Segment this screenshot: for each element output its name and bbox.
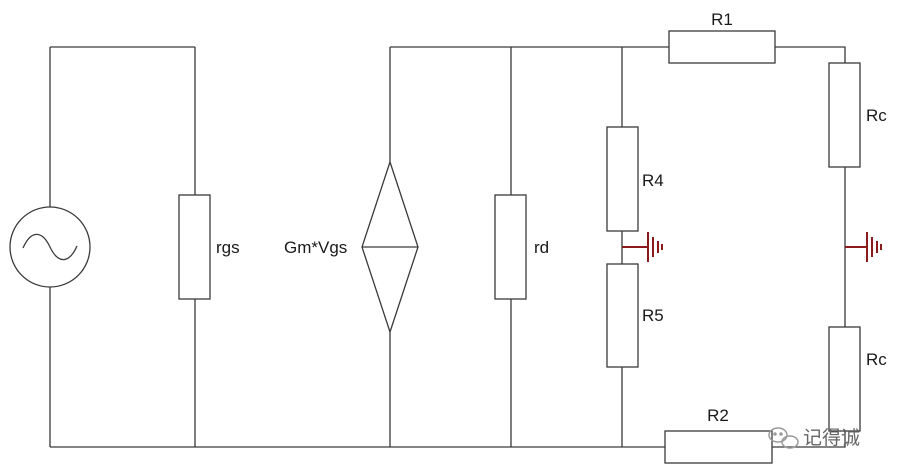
dependent-source: [361, 159, 419, 335]
bottom-rail-wire: [50, 431, 846, 448]
watermark-text: 记得诚: [803, 427, 860, 449]
label-r4: R4: [642, 171, 664, 190]
resistor-rgs: [178, 194, 211, 300]
label-r5: R5: [642, 306, 664, 325]
input-loop-wires: [49, 46, 196, 447]
resistor-r2: [664, 430, 773, 464]
watermark: 记得诚: [768, 427, 860, 449]
wires: [49, 46, 846, 448]
resistor-rd: [494, 194, 527, 300]
resistor-rc-top: [828, 62, 861, 168]
sine-wave-icon: [22, 233, 78, 261]
label-r1: R1: [711, 10, 733, 29]
ground-icon: [845, 232, 882, 262]
resistor-r1: [668, 30, 776, 64]
top-rail-wire: [390, 46, 846, 63]
ac-source: [9, 206, 91, 288]
label-rc-bottom: Rc: [866, 350, 887, 369]
resistor-r4: [606, 126, 639, 232]
label-gm-vgs: Gm*Vgs: [284, 238, 347, 257]
resistor-r5: [606, 263, 639, 368]
label-r2: R2: [707, 406, 729, 425]
label-rc-top: Rc: [866, 106, 887, 125]
resistor-rc-bottom: [828, 326, 861, 432]
label-rgs: rgs: [216, 238, 240, 257]
ground-icon: [622, 232, 663, 262]
wechat-icon: [768, 427, 799, 449]
label-rd: rd: [534, 238, 549, 257]
